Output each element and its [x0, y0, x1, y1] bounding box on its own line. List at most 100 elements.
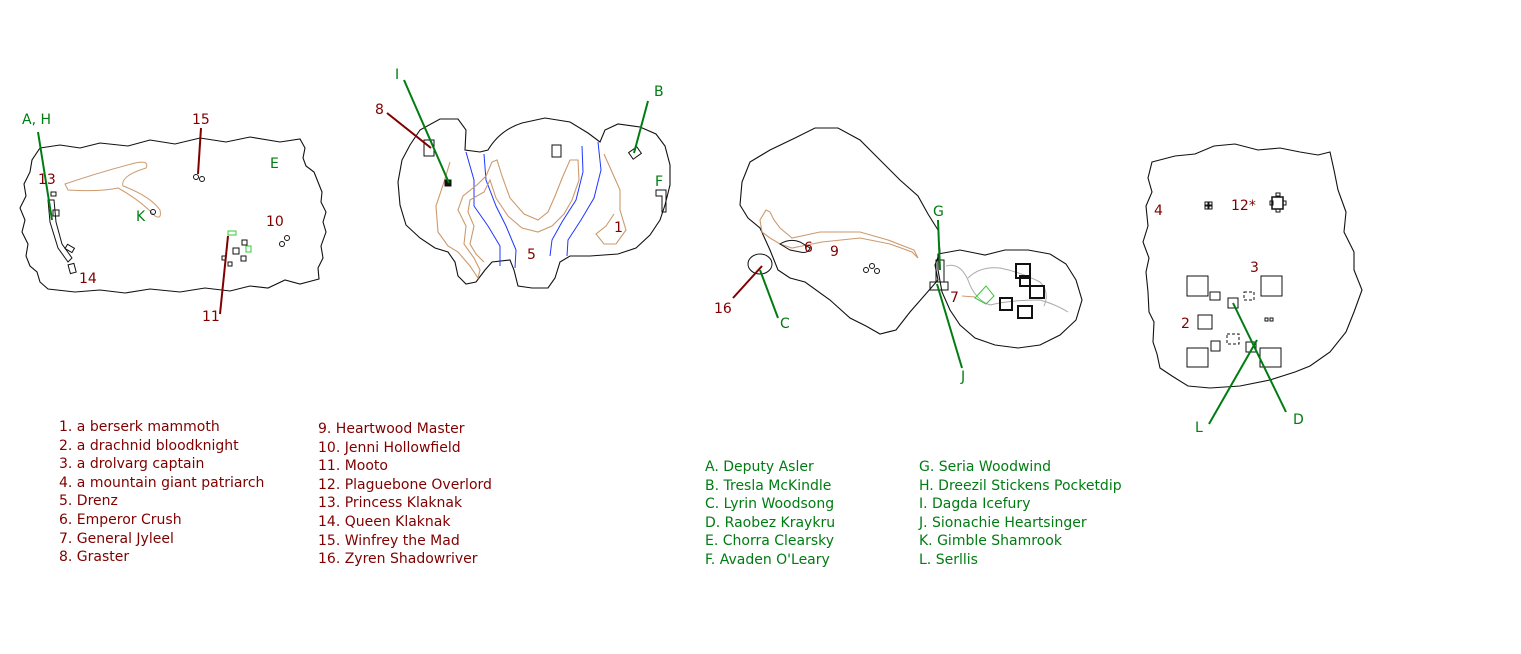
map-label: D: [1293, 412, 1304, 428]
map-4-structure: [1226, 333, 1240, 345]
map-3-structure: [1029, 285, 1045, 299]
map-3-pointer-line: [759, 269, 779, 319]
map-3-path: [974, 285, 995, 305]
map-3-arena: [747, 253, 773, 275]
map-label: 8: [375, 102, 384, 118]
map-label: F: [655, 174, 663, 190]
legend-bosses-col1: 1. a berserk mammoth 2. a drachnid blood…: [59, 418, 264, 567]
map-label: 7: [950, 290, 959, 306]
map-label: C: [780, 316, 790, 332]
map-4-structure: [1282, 200, 1287, 206]
map-4-structure: [1227, 297, 1239, 309]
map-label: 12*: [1231, 198, 1256, 214]
map-4-structure: [1208, 201, 1213, 206]
legend-item: A. Deputy Asler: [705, 459, 814, 475]
legend-item: 2. a drachnid bloodknight: [59, 437, 239, 454]
map-label: 11: [202, 309, 220, 325]
map-2-river: [549, 145, 584, 257]
map-4-pointer-line: [1232, 302, 1287, 413]
map-4-structure: [1271, 196, 1284, 210]
map-1-structure: [52, 209, 60, 217]
map-4-structure: [1204, 205, 1209, 210]
map-2-river: [566, 141, 602, 257]
map-4-island-outline: [1142, 143, 1363, 389]
legend-npcs-col1: A. Deputy Asler B. Tresla McKindle C. Ly…: [705, 458, 835, 570]
legend-item: 11. Mooto: [318, 458, 388, 475]
map-4-pointer-line: [1208, 339, 1258, 425]
legend-item: 3. a drolvarg captain: [59, 456, 205, 473]
map-4-structure: [1209, 291, 1221, 301]
map-1-structure: [50, 191, 57, 197]
map-3-structure: [874, 268, 880, 274]
map-4-structure: [1186, 275, 1209, 297]
map-2-pointer-line: [403, 79, 450, 184]
legend-item: 13. Princess Klaknak: [318, 495, 463, 512]
map-1-structure: [64, 243, 76, 254]
map-2-river: [465, 151, 501, 266]
map-label: 3: [1250, 260, 1259, 276]
map-3: G 6 9 7 16 C J: [714, 127, 1083, 385]
map-3-structure: [1017, 305, 1033, 319]
legend-bosses-col2: 9. Heartwood Master 10. Jenni Hollowfiel…: [318, 420, 492, 569]
map-4-structure: [1243, 291, 1255, 301]
map-3-structure: [1015, 263, 1031, 279]
map-2-island-outline: [397, 117, 671, 289]
map-2-structure: [551, 144, 562, 158]
map-4-structure: [1275, 192, 1281, 197]
map-4-structure: [1260, 275, 1283, 297]
legend-item: 16. Zyren Shadowriver: [318, 551, 478, 568]
map-label: 1: [614, 220, 623, 236]
map-3-pointer-line: [732, 265, 763, 299]
map-2-path: [595, 153, 627, 245]
map-1-path: [64, 161, 161, 218]
map-1-island-outline: [19, 136, 327, 294]
legend-item: D. Raobez Kraykru: [705, 514, 836, 531]
map-label: 5: [527, 247, 536, 263]
legend-item: 9. Heartwood Master: [318, 421, 465, 437]
map-4-structure: [1210, 340, 1221, 352]
map-1-structure: [67, 262, 77, 275]
map-3-pointer-line: [936, 283, 963, 369]
map-label: E: [270, 156, 279, 172]
map-3-pointer-line: [937, 219, 941, 271]
map-label: 10: [266, 214, 284, 230]
map-label: G: [933, 204, 944, 220]
map-2-pointer-line: [633, 100, 649, 154]
legend-item: I. Dagda Icefury: [919, 496, 1031, 513]
map-2: I 8 B F 5 1: [375, 67, 671, 289]
map-4: 4 12* 3 2 L D: [1142, 143, 1363, 436]
legend-item: E. Chorra Clearsky: [705, 533, 835, 550]
map-1-pointer-line: [37, 131, 53, 221]
map-2-structure: [627, 146, 643, 160]
legend-item: 4. a mountain giant patriarch: [59, 474, 265, 491]
map-1: A, H 15 E 13 K 10 14 11: [19, 112, 327, 325]
map-2-pointer-line: [386, 112, 432, 149]
legend-item: C. Lyrin Woodsong: [705, 496, 835, 513]
map-label: 13: [38, 172, 56, 188]
map-label: 6: [804, 240, 813, 256]
map-1-wall: [47, 199, 73, 263]
legend-item: 1. a berserk mammoth: [59, 419, 220, 435]
map-4-structure: [1208, 205, 1213, 210]
map-3-structure: [863, 267, 869, 273]
legend-item: 10. Jenni Hollowfield: [318, 439, 461, 456]
legend-item: K. Gimble Shamrook: [919, 533, 1062, 550]
map-1-structure: [279, 241, 285, 247]
map-label: 4: [1154, 203, 1163, 219]
map-4-structure: [1269, 317, 1274, 322]
map-3-structure: [869, 263, 875, 269]
legend-item: 8. Graster: [59, 549, 130, 566]
legend-item: F. Avaden O'Leary: [705, 551, 830, 568]
map-1-structure: [232, 247, 240, 255]
legend-item: 14. Queen Klaknak: [318, 513, 451, 530]
map-4-structure: [1264, 317, 1269, 322]
legend-item: 15. Winfrey the Mad: [318, 532, 460, 549]
map-1-structure: [245, 245, 252, 253]
map-3-structure: [999, 297, 1013, 311]
map-4-structure: [1197, 314, 1213, 330]
map-1-structure: [284, 235, 290, 241]
map-label: A, H: [22, 112, 51, 128]
legend-item: G. Seria Woodwind: [919, 459, 1052, 475]
map-1-structure: [193, 174, 199, 180]
